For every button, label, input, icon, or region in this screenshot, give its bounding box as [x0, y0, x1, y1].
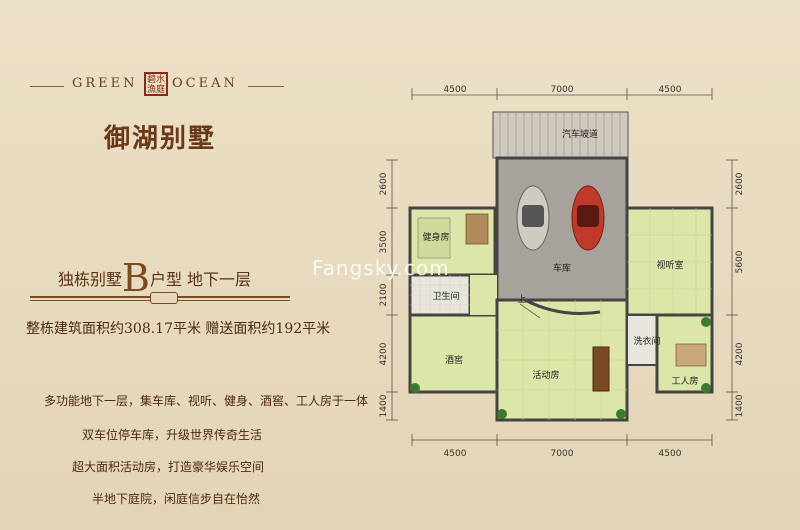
- plant-icon: [410, 383, 420, 393]
- plant-icon: [701, 317, 711, 327]
- bottom-dim-2: 7000: [551, 449, 574, 459]
- brand-rule-right: [248, 86, 284, 87]
- right-dim-1: 2600: [735, 172, 745, 195]
- left-dim-5: 1400: [379, 394, 389, 417]
- unit-suffix: 户型 地下一层: [149, 270, 252, 289]
- gym-equipment: [417, 217, 451, 259]
- bottom-dimension-lines: [411, 434, 713, 446]
- top-dimension-lines: [411, 88, 713, 100]
- label-ramp: 汽车坡道: [562, 128, 598, 140]
- label-bathroom: 卫生间: [432, 290, 459, 302]
- stair-curve: [524, 298, 601, 315]
- feature-2: 双车位停车库，升级世界传奇生活: [82, 428, 263, 442]
- area-info: 整栋建筑面积约308.17平米 赠送面积约192平米: [26, 321, 331, 337]
- gym-bench: [465, 213, 489, 245]
- red-car-windshield: [577, 205, 599, 227]
- unit-letter: B: [122, 256, 150, 300]
- av-room: [625, 206, 714, 317]
- unit-prefix: 独栋别墅: [58, 270, 123, 289]
- ramp-hatching: [499, 113, 621, 157]
- label-staff-room: 工人房: [671, 375, 698, 387]
- left-dim-3: 2100: [379, 283, 389, 306]
- right-dim-3: 4200: [735, 342, 745, 365]
- label-gym: 健身房: [422, 231, 449, 243]
- stair-steps: [519, 303, 541, 319]
- garage-floor: [495, 156, 629, 302]
- label-garage: 车库: [553, 262, 571, 274]
- silver-car-windshield: [522, 205, 544, 227]
- label-av-room: 视听室: [656, 259, 683, 271]
- label-up: 上: [517, 294, 526, 305]
- top-dim-1: 4500: [444, 85, 467, 95]
- wine-cellar: [408, 313, 499, 394]
- av-room-grid: [627, 208, 712, 315]
- top-dim-2: 7000: [551, 85, 574, 95]
- brand-rule-left: [30, 86, 64, 87]
- feature-4: 半地下庭院，闲庭信步自在怡然: [92, 492, 261, 506]
- bathroom-tiles: [410, 275, 470, 315]
- left-dimension-lines: [386, 159, 398, 421]
- feature-3: 超大面积活动房，打造豪华娱乐空间: [72, 460, 265, 474]
- left-dim-4: 4200: [379, 342, 389, 365]
- seal-logo: 碧水 漁庭: [144, 72, 168, 96]
- divider-ornament: [150, 292, 178, 304]
- bar-counter: [592, 346, 610, 392]
- label-laundry: 洗衣间: [633, 335, 660, 347]
- staff-bed: [675, 343, 707, 367]
- car-ramp: [492, 111, 629, 159]
- left-dim-2: 3500: [379, 230, 389, 253]
- right-dim-4: 1400: [735, 394, 745, 417]
- left-dim-1: 2600: [379, 172, 389, 195]
- project-title: 御湖别墅: [104, 124, 217, 154]
- label-wine-cellar: 酒窖: [445, 354, 463, 366]
- bottom-dim-1: 4500: [444, 449, 467, 459]
- brand-name-left: GREEN: [72, 76, 138, 91]
- right-dimension-lines: [726, 159, 738, 421]
- plant-icon: [616, 409, 626, 419]
- bottom-dim-3: 4500: [659, 449, 682, 459]
- brand-name-right: OCEAN: [172, 76, 238, 91]
- right-dim-2: 5600: [735, 250, 745, 273]
- top-dim-3: 4500: [659, 85, 682, 95]
- watermark: Fangsky.com: [312, 256, 450, 280]
- plant-icon: [497, 409, 507, 419]
- corridor: [470, 275, 497, 315]
- feature-1: 多功能地下一层，集车库、视听、健身、酒窖、工人房于一体: [44, 394, 369, 408]
- plant-icon: [701, 383, 711, 393]
- label-activity: 活动房: [532, 369, 559, 381]
- unit-type-title: 独栋别墅B户型 地下一层: [58, 256, 251, 300]
